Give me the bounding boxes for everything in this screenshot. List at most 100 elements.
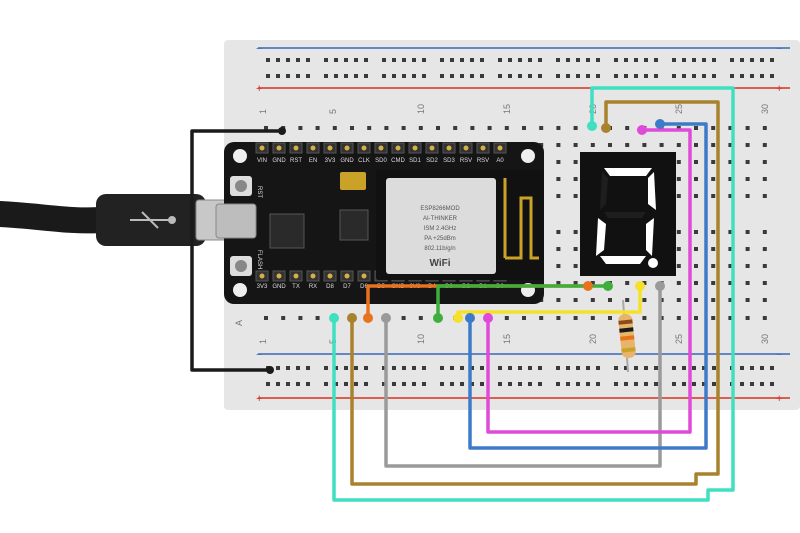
breadboard-hole [624,74,628,78]
breadboard-hole [450,366,454,370]
wire-end [363,313,373,323]
header-pin-gold [310,145,316,151]
breadboard-hole [711,264,716,268]
breadboard-hole [654,382,658,386]
breadboard-hole [539,143,544,147]
seven-segment-display: 8 [580,152,676,276]
breadboard-hole [440,58,444,62]
breadboard-hole [538,382,542,386]
segment-f [600,172,608,210]
breadboard-hole [266,74,270,78]
resistor-band [621,347,636,353]
pin-header-top [255,142,507,154]
breadboard-hole [556,74,560,78]
breadboard-hole [576,382,580,386]
breadboard-hole [596,74,600,78]
header-pin-gold [293,273,299,279]
breadboard-hole [573,247,578,251]
breadboard-hole [659,143,664,147]
breadboard-hole [556,160,561,164]
voltage-regulator [339,209,369,241]
breadboard-hole [518,366,522,370]
wire-end [453,313,463,323]
breadboard-hole [450,58,454,62]
breadboard-hole [728,160,733,164]
pin-labels-top: VIN GND RST EN 3V3 GND CLK SD0 CMD SD1 S… [257,158,504,164]
usb-icon [130,211,176,229]
breadboard-hole [556,316,561,320]
breadboard-hole [692,58,696,62]
breadboard-hole [608,298,612,302]
wire-black [190,129,284,372]
header-pin-gold [378,145,384,151]
breadboard-hole [745,264,750,268]
breadboard-hole [625,143,630,147]
breadboard-hole [324,382,328,386]
breadboard-hole [344,382,348,386]
usb-cable-wire [0,201,113,234]
breadboard-hole [298,126,303,130]
breadboard-hole [470,74,474,78]
breadboard-hole [286,366,290,370]
breadboard-hole [460,58,464,62]
breadboard-hole [682,366,686,370]
breadboard-hole [334,366,338,370]
breadboard-hole [498,58,502,62]
segment-b [648,172,656,210]
breadboard-hole [740,382,744,386]
breadboard-hole [556,281,561,285]
breadboard-hole [384,126,389,130]
breadboard-hole [306,74,310,78]
breadboard-hole [350,126,354,130]
module-text: PA +25dBm [424,236,455,242]
breadboard-hole [672,58,676,62]
breadboard-hole [692,382,696,386]
mounting-hole [233,149,247,163]
reset-button-cap [235,180,247,192]
breadboard-hole [730,74,734,78]
header-pin-gold [344,273,350,279]
wifi-logo: WiFi [429,258,450,269]
breadboard-hole [694,177,698,181]
breadboard-hole [324,366,328,370]
breadboard-hole [382,366,386,370]
breadboard-hole [281,316,286,320]
breadboard-hole [728,281,733,285]
breadboard-hole [573,316,578,320]
breadboard-hole [702,74,706,78]
breadboard-hole [364,382,368,386]
header-pin-gold [395,145,401,151]
breadboard-hole [324,58,328,62]
breadboard-hole [392,58,396,62]
breadboard-hole [694,194,698,198]
breadboard-hole [518,74,522,78]
breadboard-hole [676,230,681,234]
breadboard-hole [762,126,767,130]
breadboard-hole [682,382,686,386]
breadboard-hole [576,74,580,78]
breadboard-hole [450,74,454,78]
breadboard-hole [286,74,290,78]
breadboard-hole [676,143,681,147]
breadboard-hole [644,366,648,370]
pin-label: RST [290,158,302,164]
crystal [340,172,366,190]
breadboard-hole [518,58,522,62]
breadboard-hole [539,126,544,130]
pin-label: RSV [477,158,489,164]
breadboard-hole [711,160,716,164]
breadboard-hole [672,366,676,370]
wire-end [601,123,611,133]
breadboard-hole [460,382,464,386]
breadboard-hole [694,247,698,251]
breadboard-hole [676,298,681,302]
breadboard-hole [566,58,570,62]
breadboard-hole [266,58,270,62]
breadboard-hole [676,264,681,268]
module-text: ESP8266MOD [420,206,460,212]
wire-magenta [486,128,692,434]
breadboard-hole [624,382,628,386]
breadboard-hole [760,58,764,62]
breadboard-hole [344,74,348,78]
header-pin-gold [344,145,350,151]
